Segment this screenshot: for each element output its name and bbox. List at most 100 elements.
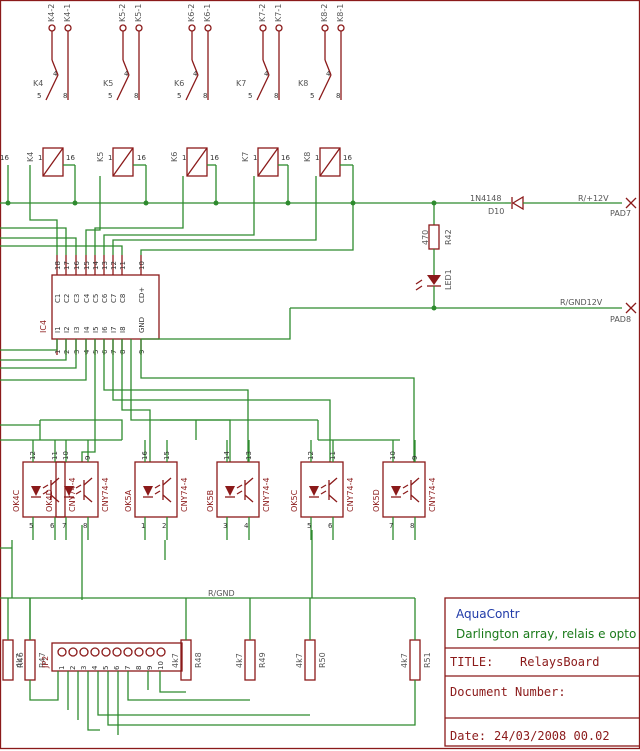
contact-label: K6-1 [203, 4, 212, 22]
opto-pin: 12 [29, 451, 37, 460]
ic-pin-name: I1 [54, 326, 62, 333]
resistor-ref: R48 [194, 652, 203, 668]
svg-text:5: 5 [248, 92, 252, 100]
contact-label: K7-2 [258, 4, 267, 22]
coil-ref: K6 [170, 152, 179, 162]
opto-part: CNY74-4 [346, 477, 355, 512]
coil-ref: K8 [303, 152, 312, 162]
relay-ref: K4 [33, 79, 43, 88]
contact-label: K8-1 [336, 4, 345, 22]
opto-pin: 8 [83, 522, 87, 530]
connector-pin-number: 6 [113, 665, 121, 670]
resistor-ref: R51 [423, 652, 432, 668]
svg-text:4: 4 [124, 70, 129, 78]
opto-pin: 8 [410, 522, 414, 530]
contact-label: K4-2 [47, 4, 56, 22]
contact-label: K5-2 [118, 4, 127, 22]
ic-pin-name: C5 [92, 294, 100, 303]
ic-pin-number: 11 [119, 261, 127, 270]
title-value: RelaysBoard [520, 655, 599, 669]
connector-pin-number: 3 [80, 666, 88, 670]
contact-label: K4-1 [63, 4, 72, 22]
opto-pin: 11 [329, 451, 337, 460]
date-label: Date: [450, 729, 486, 743]
ic-pin-name: I2 [63, 326, 71, 333]
svg-text:16: 16 [281, 154, 290, 162]
ic-pin-number: 13 [101, 261, 109, 270]
resistor-value: 4k7 [0, 653, 2, 668]
ic-pin-number: 10 [138, 261, 146, 270]
opto-pin: 16 [141, 451, 149, 460]
ic-pin-number: 4 [83, 349, 91, 354]
ic-ref: IC4 [39, 320, 48, 333]
svg-text:5: 5 [177, 92, 181, 100]
ic-bottom-wires [0, 308, 415, 462]
ic-pin-number: 2 [63, 350, 71, 354]
ic-pin-name: C4 [83, 293, 91, 303]
relay-ref: K8 [298, 79, 308, 88]
coil-to-ic-wires [0, 165, 354, 255]
resistor-r51: 4k7 R51 [400, 598, 432, 681]
coil-ref: K7 [241, 152, 250, 162]
opto-ref: OK5A [124, 489, 133, 512]
relay-ref: K6 [174, 79, 184, 88]
resistor-value: 4k7 [400, 653, 409, 668]
svg-text:8: 8 [134, 92, 138, 100]
svg-text:5: 5 [310, 92, 314, 100]
ic-pin-name: C8 [119, 294, 127, 303]
ic-pin-number: 16 [73, 261, 81, 270]
opto-part: CNY74-4 [180, 477, 189, 512]
ic-pin-number: 8 [119, 350, 127, 354]
opto-pin: 3 [223, 522, 227, 530]
ic-pin-name: GND [138, 317, 146, 333]
connector-ref: JP2 [41, 656, 50, 669]
opto-pin: 10 [62, 451, 70, 460]
opto-pin: 5 [29, 522, 33, 530]
resistor-value: 4k7 [171, 653, 180, 668]
opto-part: CNY74-4 [428, 477, 437, 512]
opto-pin: 5 [307, 522, 311, 530]
ic-pin-name: C6 [101, 293, 109, 303]
connector-pin [156, 647, 166, 657]
coil-ref: K5 [96, 152, 105, 162]
opto-pin: 9 [84, 456, 92, 460]
connector-pin [57, 647, 67, 657]
svg-text:4: 4 [326, 70, 331, 78]
ic-pin-number: 9 [138, 350, 146, 354]
svg-text:8: 8 [274, 92, 278, 100]
ic-pin-name: I6 [101, 326, 109, 333]
opto-wires [0, 419, 415, 599]
opto-part: CNY74-4 [101, 477, 110, 512]
opto-pin: 11 [51, 451, 59, 460]
svg-text:1: 1 [108, 154, 112, 162]
connector-pin [134, 647, 144, 657]
project-name: AquaContr [456, 607, 520, 621]
diode-part: 1N4148 [470, 194, 501, 203]
connector-pin-number: 8 [135, 666, 143, 670]
title-block: AquaContr Darlington array, relais e opt… [444, 597, 640, 747]
relay-ref: K7 [236, 79, 246, 88]
opto-pin: 4 [244, 522, 249, 530]
ic-pin-name: I7 [110, 326, 118, 333]
date-value: 24/03/2008 00.02 [494, 729, 610, 743]
relay-coil-k8: K8 [303, 147, 354, 203]
svg-text:1: 1 [315, 154, 319, 162]
svg-text:5: 5 [37, 92, 41, 100]
connector-pin [101, 647, 111, 657]
connector-pin [79, 647, 89, 657]
pad7-label: PAD7 [610, 209, 631, 218]
svg-text:4: 4 [53, 70, 58, 78]
opto-part: CNY74-4 [262, 477, 271, 512]
ic-pin-name: I5 [92, 326, 100, 333]
connector-pin [90, 647, 100, 657]
opto-pin: 14 [223, 451, 231, 460]
svg-text:16: 16 [137, 154, 146, 162]
opto-pin: 9 [411, 456, 419, 460]
